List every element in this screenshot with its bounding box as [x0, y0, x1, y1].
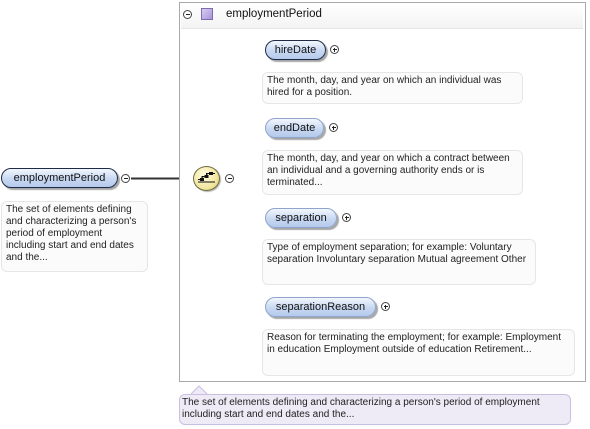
child-element-label: separation	[275, 212, 327, 224]
separationreason-expand-button[interactable]	[381, 302, 390, 311]
enddate-expand-button[interactable]	[329, 123, 338, 132]
sequence-icon	[198, 172, 215, 183]
group-header	[181, 4, 583, 29]
enddate-description: The month, day, and year on which a cont…	[262, 150, 523, 195]
separation-description: Type of employment separation; for examp…	[262, 239, 536, 285]
child-element-label: hireDate	[274, 44, 317, 56]
child-element-enddate[interactable]: endDate	[265, 118, 324, 138]
separation-expand-button[interactable]	[342, 213, 351, 222]
root-collapse-button[interactable]	[121, 174, 130, 183]
root-element-description: The set of elements defining and charact…	[1, 201, 148, 272]
hiredate-expand-button[interactable]	[330, 45, 339, 54]
root-element-label: employmentPeriod	[13, 172, 106, 184]
child-element-separation[interactable]: separation	[265, 208, 337, 228]
separationreason-description: Reason for terminating the employment; f…	[262, 329, 575, 376]
group-annotation: The set of elements defining and charact…	[179, 394, 571, 425]
complex-type-icon	[201, 8, 213, 20]
hiredate-description: The month, day, and year on which an ind…	[262, 72, 523, 104]
child-element-label: separationReason	[275, 301, 366, 313]
child-element-separationreason[interactable]: separationReason	[265, 297, 376, 317]
group-collapse-button[interactable]	[183, 10, 192, 19]
child-element-hiredate[interactable]: hireDate	[265, 40, 326, 60]
group-title: employmentPeriod	[226, 8, 322, 20]
compositor-collapse-button[interactable]	[225, 174, 234, 183]
root-element-node[interactable]: employmentPeriod	[1, 168, 118, 188]
child-element-label: endDate	[273, 122, 316, 134]
sequence-compositor[interactable]	[193, 166, 220, 191]
